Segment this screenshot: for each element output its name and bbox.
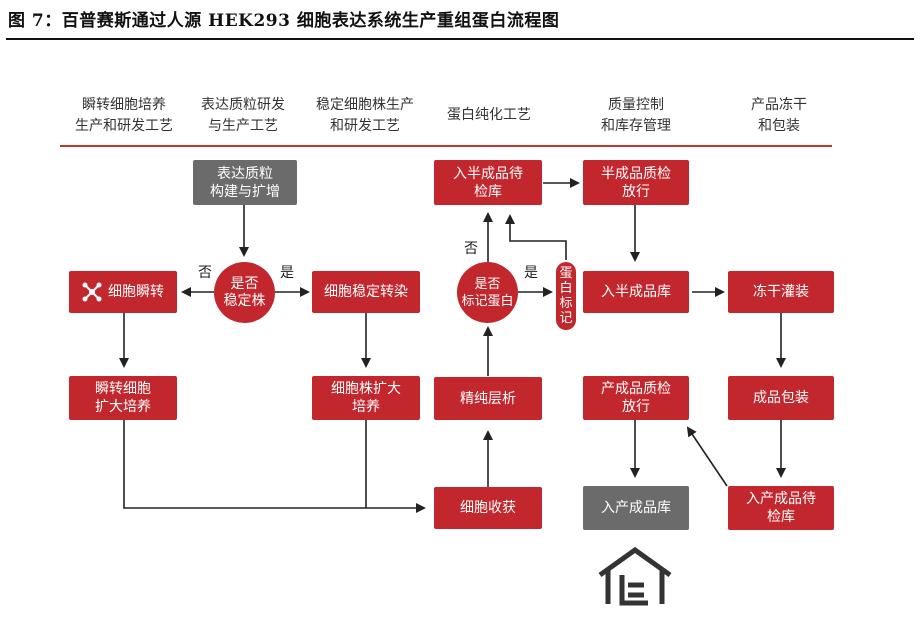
node-semi-store: 入半成品库 <box>583 271 689 313</box>
node-stable-expand: 细胞株扩大 培养 <box>312 376 420 420</box>
node-semi-qc: 半成品质检 放行 <box>583 160 689 205</box>
warehouse-icon <box>598 546 672 606</box>
edge-label-no-left: 否 <box>198 265 212 281</box>
figure-title: 图 7：百普赛斯通过人源 HEK293 细胞表达系统生产重组蛋白流程图 <box>8 11 560 31</box>
col-header-stable: 稳定细胞株生产 和研发工艺 <box>316 97 414 134</box>
node-transient-expand: 瞬转细胞 扩大培养 <box>69 376 177 420</box>
title-divider <box>6 38 914 40</box>
edge-label-no-up: 否 <box>464 241 478 257</box>
col-header-transient: 瞬转细胞培养 生产和研发工艺 <box>75 97 173 134</box>
col-header-pack: 产品冻干 和包装 <box>751 97 807 134</box>
node-final-qc: 产成品质检 放行 <box>583 376 689 420</box>
node-freeze-fill: 冻干灌装 <box>728 271 834 313</box>
col-header-plasmid: 表达质粒研发 与生产工艺 <box>201 97 285 134</box>
col-header-qc: 质量控制 和库存管理 <box>601 97 671 134</box>
molecule-icon <box>82 282 102 302</box>
arrow-finalwait-to-finalqc <box>686 426 728 487</box>
node-purify: 精纯层析 <box>434 377 542 420</box>
node-transient-label: 细胞瞬转 <box>108 284 164 300</box>
node-stable-transfect: 细胞稳定转染 <box>312 271 420 313</box>
edge-label-yes-right: 是 <box>280 265 294 281</box>
node-final-store: 入产成品库 <box>583 486 689 530</box>
node-transient: 细胞瞬转 <box>69 271 177 313</box>
node-decision-label: 是否 标记蛋白 <box>457 262 518 323</box>
node-harvest: 细胞收获 <box>434 487 542 529</box>
node-label-protein: 蛋白标记 <box>556 262 576 330</box>
node-decision-stable: 是否 稳定株 <box>214 262 275 323</box>
edge-label-yes-label: 是 <box>524 265 538 281</box>
arrow-label-to-semiwait <box>505 214 567 260</box>
node-plasmid-build: 表达质粒 构建与扩增 <box>193 160 297 205</box>
header-divider <box>60 145 832 147</box>
arrow-expands-to-harvest <box>123 420 426 513</box>
col-header-purify: 蛋白纯化工艺 <box>447 107 531 123</box>
node-final-pack: 成品包装 <box>728 376 834 420</box>
node-semi-wait: 入半成品待 检库 <box>434 160 542 205</box>
node-final-wait: 入产成品待 检库 <box>728 486 834 530</box>
